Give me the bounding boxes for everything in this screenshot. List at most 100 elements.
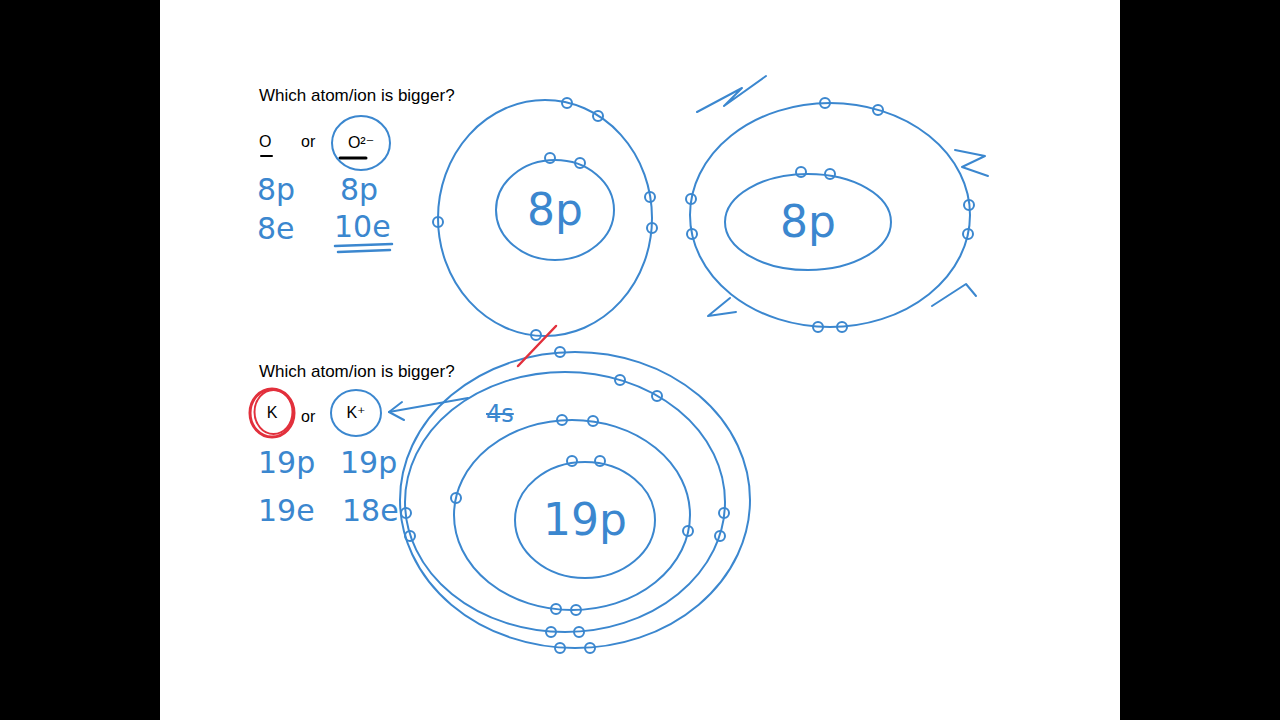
nucleus: 8p <box>723 172 893 272</box>
electron <box>820 98 830 108</box>
proton-count: 19p <box>258 448 315 478</box>
node-text: O²⁻ <box>348 134 374 152</box>
underline <box>261 155 272 157</box>
electron <box>963 229 973 239</box>
electron <box>531 330 541 340</box>
outline-ellipse <box>515 462 655 578</box>
electron <box>562 98 572 108</box>
orbital-label: 4s <box>486 402 514 426</box>
node-text-holder: 8p <box>780 198 836 246</box>
label-holder: 19p <box>340 448 397 478</box>
label-holder: or <box>301 409 315 425</box>
electron <box>555 347 565 357</box>
outline-ellipse <box>725 174 891 270</box>
repulsion-mark <box>708 298 736 316</box>
label-holder: 8e <box>257 214 295 244</box>
underline <box>338 250 390 252</box>
repulsion-mark <box>697 76 766 112</box>
node-text: 8p <box>527 186 583 234</box>
outline-ellipse <box>255 390 293 434</box>
electron-shell <box>454 420 690 610</box>
electron <box>451 493 461 503</box>
electron-shell <box>405 372 725 632</box>
electron <box>593 111 603 121</box>
node-text: 8p <box>780 198 836 246</box>
electron <box>719 508 729 518</box>
question-text: Which atom/ion is bigger? <box>259 363 455 380</box>
electron-count: 19e <box>258 496 315 526</box>
drawing-strokes <box>335 76 988 648</box>
electron-count: 18e <box>342 496 399 526</box>
label-holder: 18e <box>342 496 399 526</box>
electron <box>401 508 411 518</box>
label-holder: 10e <box>334 212 391 242</box>
electron <box>545 153 555 163</box>
label-holder: Which atom/ion is bigger? <box>259 363 455 380</box>
nucleus: 19p <box>513 460 657 580</box>
label-holder: Which atom/ion is bigger? <box>259 87 455 104</box>
electron <box>687 229 697 239</box>
node-text-holder: 19p <box>543 496 627 544</box>
electron <box>571 605 581 615</box>
label-holder: O <box>259 134 271 150</box>
electron <box>715 531 725 541</box>
cross-out <box>518 326 556 366</box>
node-text: K <box>267 404 278 422</box>
repulsion-mark <box>955 150 988 176</box>
electron <box>615 375 625 385</box>
atom-circle: K <box>247 386 297 440</box>
underline <box>340 157 366 160</box>
electron <box>588 416 598 426</box>
underline <box>335 244 392 246</box>
or-word: or <box>301 134 315 150</box>
outline-ellipse <box>496 160 614 260</box>
electron <box>813 322 823 332</box>
electron-count: 10e <box>334 212 391 242</box>
electron <box>405 531 415 541</box>
node-text: 19p <box>543 496 627 544</box>
electron-shell <box>690 103 970 327</box>
label-holder: 4s <box>486 402 514 426</box>
electron <box>796 167 806 177</box>
electron <box>683 526 693 536</box>
outline-ellipse <box>332 116 390 170</box>
node-text-holder: K <box>267 404 278 422</box>
atom-symbol: O <box>259 134 271 150</box>
node-text-holder: 8p <box>527 186 583 234</box>
electron <box>585 643 595 653</box>
nucleus: 8p <box>494 158 616 262</box>
electron <box>647 223 657 233</box>
electron <box>433 217 443 227</box>
label-holder: or <box>301 134 315 150</box>
label-holder: 19p <box>258 448 315 478</box>
proton-count: 8p <box>340 175 378 205</box>
proton-count: 19p <box>340 448 397 478</box>
electron <box>555 643 565 653</box>
electron <box>574 627 584 637</box>
outline-ellipse <box>331 390 381 436</box>
node-text: K⁺ <box>346 404 365 422</box>
electron <box>686 194 696 204</box>
electron <box>964 200 974 210</box>
electron-count: 8e <box>257 214 295 244</box>
ion-circle: K⁺ <box>329 388 383 438</box>
outline-ellipse <box>250 389 294 437</box>
electron <box>557 415 567 425</box>
arrow-head <box>389 402 404 420</box>
electron <box>825 169 835 179</box>
electron <box>873 105 883 115</box>
electron <box>652 391 662 401</box>
electron <box>837 322 847 332</box>
electron-shell <box>400 352 750 648</box>
label-holder: 8p <box>257 175 295 205</box>
electron-shell <box>438 100 652 336</box>
repulsion-mark <box>932 284 976 306</box>
node-text-holder: O²⁻ <box>348 134 374 152</box>
electrons <box>401 98 974 653</box>
label-holder: 8p <box>340 175 378 205</box>
label-holder: 19e <box>258 496 315 526</box>
or-word: or <box>301 409 315 425</box>
